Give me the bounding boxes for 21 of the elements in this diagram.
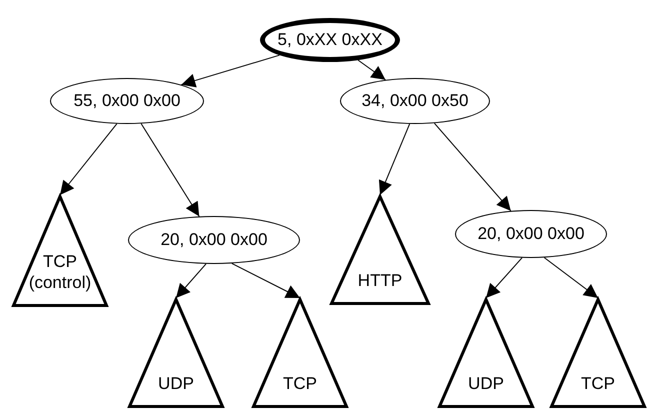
node-label: TCP (control) xyxy=(28,250,92,293)
arrow xyxy=(176,263,206,298)
arrow xyxy=(140,123,200,217)
arrow xyxy=(486,257,522,298)
arrow xyxy=(378,123,410,196)
node-label: UDP xyxy=(158,372,194,394)
node-label: 20, 0x00 0x00 xyxy=(478,223,584,245)
node-label: 5, 0xXX 0xXX xyxy=(278,29,382,51)
arrow xyxy=(60,123,118,196)
arrow xyxy=(434,122,512,212)
arrow xyxy=(180,54,280,88)
node-label: HTTP xyxy=(358,270,402,291)
node-label: 34, 0x00 0x50 xyxy=(362,90,468,112)
arrow xyxy=(231,262,300,298)
arrow xyxy=(358,60,386,80)
node-label: TCP xyxy=(283,372,317,394)
node-label: 20, 0x00 0x00 xyxy=(160,229,268,251)
arrow xyxy=(544,257,598,298)
node-label: UDP xyxy=(468,372,504,394)
node-label: 55, 0x00 0x00 xyxy=(74,90,180,112)
node-label: TCP xyxy=(581,372,615,394)
